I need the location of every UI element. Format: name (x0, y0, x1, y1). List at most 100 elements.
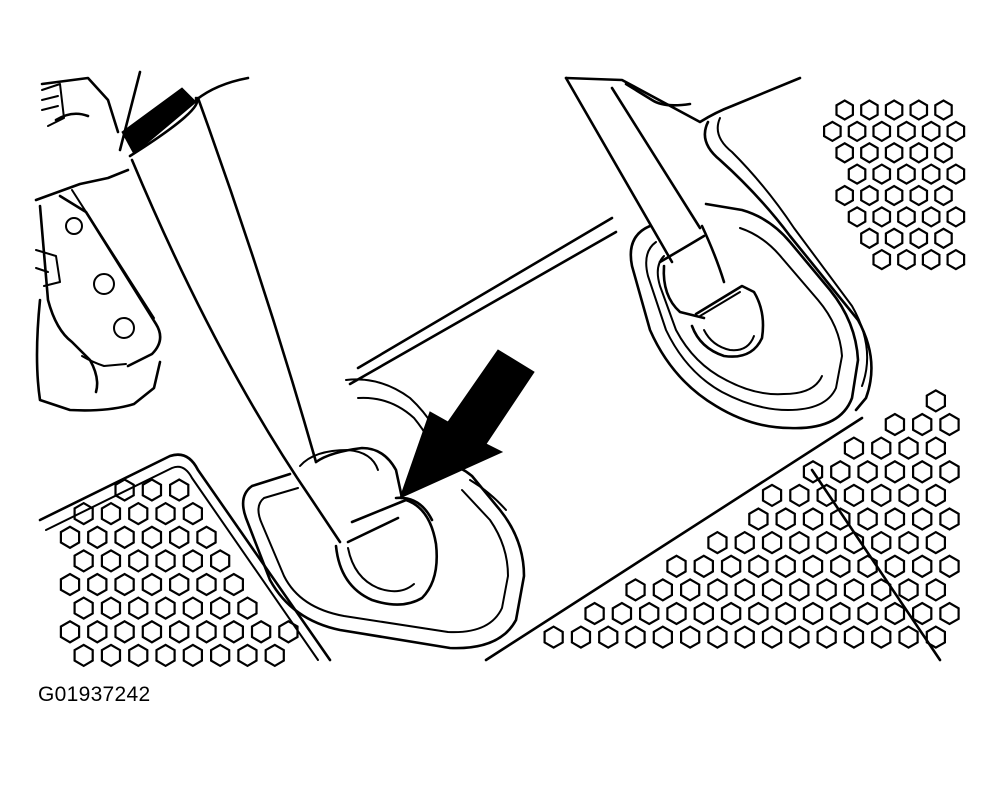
hex-texture-cell (210, 643, 231, 668)
hex-texture-cell (909, 184, 929, 207)
hex-texture-cell (939, 601, 960, 626)
hex-texture-cell (897, 163, 916, 185)
hex-texture-cell (946, 120, 966, 143)
hex-texture-cell (925, 530, 946, 555)
hex-texture-cell (934, 227, 953, 250)
hex-texture-cell (857, 601, 878, 626)
hex-texture-cell (666, 554, 687, 579)
hex-texture-cell (707, 578, 728, 602)
hex-texture-cell (860, 184, 879, 207)
hex-texture-cell (934, 99, 953, 121)
floor-carpet-left (38, 453, 332, 662)
hex-pattern-top (823, 99, 966, 271)
hex-texture-cell (939, 507, 960, 531)
hex-texture-cell (169, 572, 190, 597)
hex-texture-cell (830, 507, 851, 531)
hex-texture-cell (898, 530, 919, 555)
hex-texture-cell (939, 460, 960, 484)
hex-texture-cell (584, 601, 605, 626)
hex-texture-cell (128, 549, 149, 573)
pointer-arrow (399, 349, 535, 499)
hex-texture-cell (278, 620, 299, 644)
hex-texture-cell (652, 578, 673, 602)
hex-texture-cell (114, 525, 135, 550)
hex-texture-cell (830, 460, 851, 484)
seat-belt-right (564, 76, 765, 358)
hex-texture-cell (872, 206, 892, 228)
hex-texture-cell (897, 248, 916, 271)
hex-texture-cell (898, 483, 919, 508)
hex-texture-cell (250, 620, 272, 644)
hex-texture-cell (748, 601, 769, 626)
hex-texture-cell (693, 554, 714, 579)
hex-texture-cell (182, 596, 203, 620)
hex-texture-cell (802, 507, 824, 531)
hex-texture-cell (155, 596, 176, 620)
hex-texture-cell (543, 625, 564, 649)
hex-texture-cell (223, 572, 244, 597)
hex-texture-cell (860, 99, 879, 121)
hex-texture-cell (884, 460, 906, 484)
hex-texture-cell (835, 142, 854, 164)
hex-texture-cell (830, 601, 851, 626)
hex-texture-cell (909, 142, 929, 164)
hex-texture-cell (182, 643, 203, 668)
hex-texture-cell (141, 478, 163, 502)
hex-texture-cell (925, 578, 946, 602)
hex-texture-cell (128, 643, 149, 668)
hex-texture-cell (921, 248, 941, 271)
hex-texture-cell (100, 596, 122, 620)
hex-texture-cell (182, 549, 203, 573)
hex-texture-cell (789, 530, 810, 555)
hex-texture-cell (73, 596, 94, 620)
hex-texture-cell (884, 601, 906, 626)
hex-texture-cell (816, 530, 837, 555)
hex-texture-cell (264, 643, 285, 668)
hex-texture-cell (816, 625, 837, 649)
hex-texture-cell (909, 227, 929, 250)
hex-texture-cell (775, 507, 796, 531)
hex-texture-cell (652, 625, 673, 649)
hex-texture-cell (847, 206, 867, 228)
hex-texture-cell (843, 625, 865, 649)
hex-texture-cell (835, 99, 854, 121)
hex-texture-cell (761, 483, 783, 508)
hex-texture-cell (100, 549, 122, 573)
hex-texture-cell (734, 530, 755, 555)
hex-texture-cell (570, 625, 592, 649)
hex-texture-cell (897, 120, 916, 143)
hex-texture-cell (128, 501, 149, 526)
hex-texture-cell (748, 554, 769, 579)
hex-texture-cell (802, 554, 824, 579)
hex-texture-cell (611, 601, 633, 626)
hex-texture-cell (871, 530, 892, 555)
hex-texture-cell (925, 483, 946, 508)
hex-texture-cell (100, 643, 122, 668)
hex-texture-cell (921, 163, 941, 185)
hex-texture-cell (141, 572, 163, 597)
hex-texture-cell (921, 120, 941, 143)
buckle-anchor-boot-right (629, 202, 860, 430)
hex-texture-cell (169, 478, 190, 502)
hex-texture-cell (789, 625, 810, 649)
hex-texture-cell (912, 554, 933, 579)
hex-texture-cell (87, 572, 108, 597)
hex-texture-cell (823, 120, 842, 143)
hex-texture-cell (946, 163, 966, 185)
hex-texture-cell (720, 554, 742, 579)
hex-texture-cell (843, 578, 865, 602)
hex-texture-cell (946, 206, 966, 228)
hex-texture-cell (857, 554, 878, 579)
hex-texture-cell (884, 507, 906, 531)
hex-texture-cell (223, 620, 244, 644)
hex-texture-cell (598, 625, 619, 649)
hex-texture-cell (897, 206, 916, 228)
hex-texture-cell (884, 142, 904, 164)
hex-texture-cell (939, 554, 960, 579)
hex-texture-cell (734, 578, 755, 602)
hex-texture-cell (59, 525, 81, 550)
hex-texture-cell (761, 578, 783, 602)
floor-tunnel (348, 76, 873, 412)
hex-texture-cell (196, 620, 217, 644)
hex-texture-cell (871, 625, 892, 649)
